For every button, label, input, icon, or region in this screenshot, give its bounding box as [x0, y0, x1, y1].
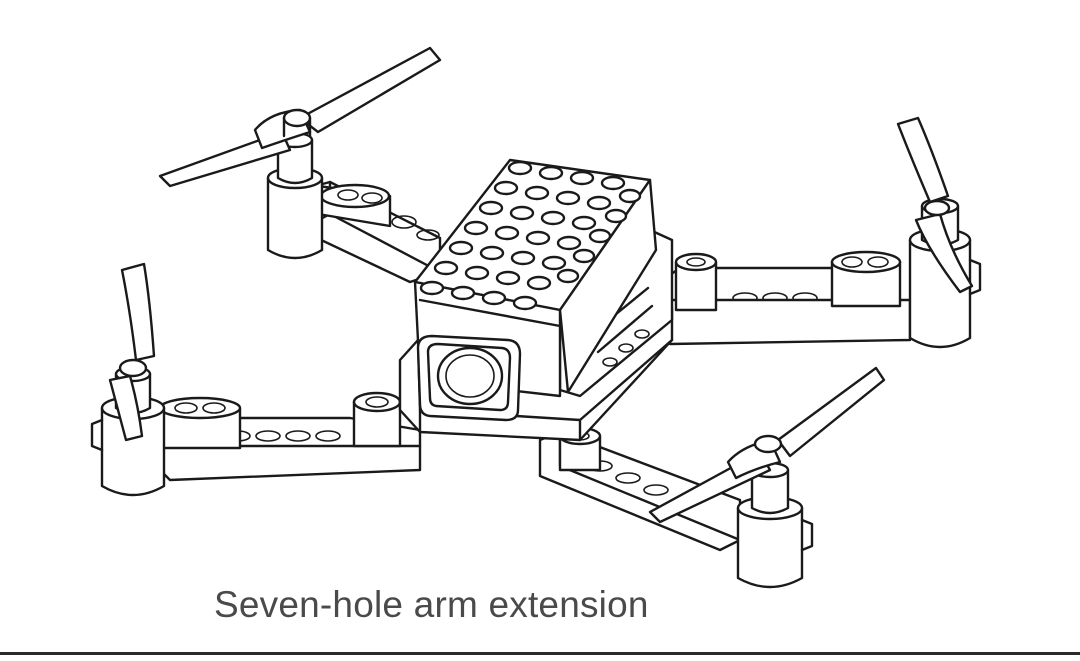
propeller-rear-left	[158, 46, 442, 188]
camera-lens	[436, 346, 504, 406]
figure-caption: Seven-hole arm extension	[214, 584, 649, 625]
motor-rear-left	[266, 131, 324, 260]
propeller-front-right	[648, 366, 886, 524]
camera	[416, 334, 522, 422]
motor-front-right	[736, 461, 814, 589]
bottom-divider	[0, 652, 1080, 655]
propeller-rear-right	[896, 116, 974, 294]
arm-rear-right	[646, 250, 912, 346]
arm-front-right	[538, 426, 742, 552]
propeller-front-left	[108, 262, 156, 442]
battery-studs	[419, 160, 642, 311]
arm-front-left	[158, 391, 422, 482]
